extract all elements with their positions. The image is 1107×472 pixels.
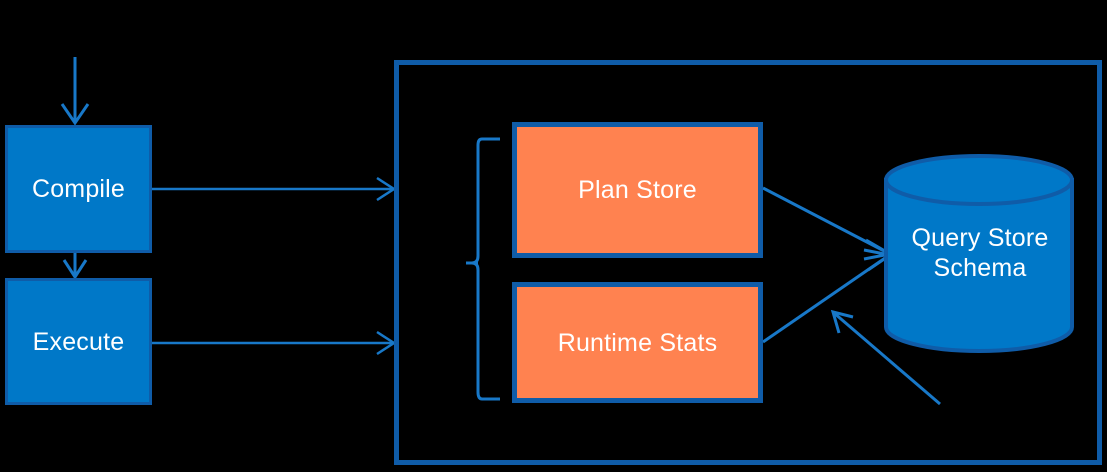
runtime-stats-node[interactable] xyxy=(512,282,763,403)
execute-node[interactable] xyxy=(5,278,152,405)
compile-node[interactable] xyxy=(5,125,152,253)
compile-to-container-arrow xyxy=(152,176,397,202)
input-to-compile-arrow xyxy=(60,57,90,126)
plan-store-node[interactable] xyxy=(512,122,763,258)
query-store-schema-cylinder xyxy=(884,154,1074,353)
store-group-bracket xyxy=(466,137,500,401)
execute-to-container-arrow xyxy=(152,330,397,356)
query-store-container xyxy=(394,60,1102,465)
compile-to-execute-arrow xyxy=(62,253,88,280)
external-to-schema-arrow xyxy=(830,309,941,406)
